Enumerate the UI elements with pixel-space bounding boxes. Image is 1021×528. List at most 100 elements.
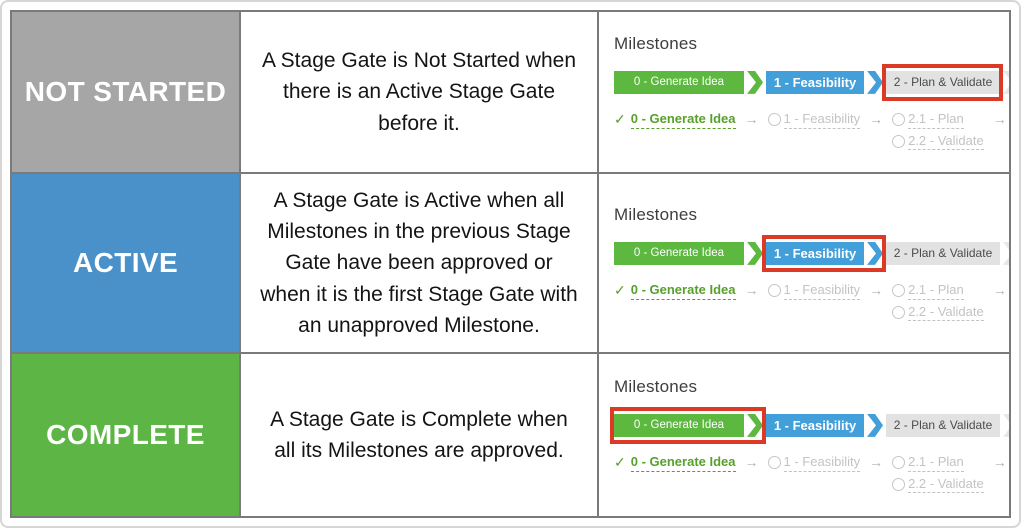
- status-cell-active: ACTIVE: [12, 174, 239, 352]
- milestone-list: ✓ 0 - Generate Idea → 1 - Feasibility → …: [614, 110, 1009, 151]
- circle-icon: [892, 456, 906, 470]
- stage-generate-idea-highlighted: 0 - Generate Idea: [610, 406, 766, 444]
- arrow-icon: →: [992, 110, 1007, 127]
- milestone-group: 2.1 - Plan 2.2 - Validate: [892, 454, 984, 494]
- status-cell-complete: COMPLETE: [12, 354, 239, 516]
- arrow-icon: →: [744, 453, 759, 470]
- arrow-icon: →: [744, 110, 759, 127]
- milestone-list: ✓ 0 - Generate Idea → 1 - Feasibility → …: [614, 281, 1009, 322]
- check-icon: ✓: [614, 454, 626, 471]
- stage-label: 2 - Plan & Validate: [886, 413, 1000, 437]
- milestone-group: 2.1 - Plan 2.2 - Validate: [892, 111, 984, 151]
- milestone-link: 1 - Feasibility: [783, 111, 861, 129]
- arrow-icon: →: [869, 281, 884, 298]
- milestone-pending: 2.2 - Validate: [892, 133, 984, 151]
- circle-icon: [767, 284, 781, 298]
- stage-plan-validate: 2 - Plan & Validate: [886, 241, 1000, 265]
- status-label: ACTIVE: [72, 247, 179, 278]
- chevron-tip-icon: [867, 70, 883, 94]
- circle-icon: [892, 113, 906, 127]
- stage-gate-bar: 0 - Generate Idea 1 - Feasibility 2 - Pl…: [614, 234, 1009, 272]
- milestones-title: Milestones: [614, 33, 698, 53]
- stage-label: 0 - Generate Idea: [614, 70, 744, 94]
- description-cell-not-started: A Stage Gate is Not Started when there i…: [241, 12, 597, 172]
- check-icon: ✓: [614, 282, 626, 299]
- status-table: NOT STARTED A Stage Gate is Not Started …: [10, 10, 1011, 518]
- circle-icon: [892, 305, 906, 319]
- milestone-approved: ✓ 0 - Generate Idea: [614, 454, 736, 472]
- milestone-link: 2.1 - Plan: [908, 454, 964, 472]
- milestones-panel: Milestones 0 - Generate Idea 1 - Feasibi…: [599, 354, 1009, 516]
- status-label: COMPLETE: [46, 419, 205, 450]
- stage-label: 1 - Feasibility: [766, 70, 864, 94]
- arrow-icon: →: [744, 281, 759, 298]
- milestones-panel: Milestones 0 - Generate Idea 1 - Feasibi…: [599, 12, 1009, 172]
- milestones-panel: Milestones 0 - Generate Idea 1 - Feasibi…: [599, 174, 1009, 352]
- stage-feasibility: 1 - Feasibility: [766, 70, 883, 94]
- milestone-pending: 2.2 - Validate: [892, 304, 984, 322]
- chevron-tip-icon: [867, 241, 883, 265]
- milestone-approved: ✓ 0 - Generate Idea: [614, 282, 736, 300]
- milestone-pending: 2.2 - Validate: [892, 476, 984, 494]
- milestone-link: 1 - Feasibility: [783, 282, 861, 300]
- stage-feasibility: 1 - Feasibility: [766, 413, 883, 437]
- chevron-tip-icon: [1003, 70, 1009, 94]
- chevron-tip-icon: [867, 413, 883, 437]
- milestone-approved: ✓ 0 - Generate Idea: [614, 111, 736, 129]
- milestone-pending: 1 - Feasibility: [767, 282, 861, 300]
- stage-label: 0 - Generate Idea: [614, 413, 744, 437]
- stage-plan-validate: 2 - Plan & Validate: [886, 413, 1000, 437]
- check-icon: ✓: [614, 111, 626, 128]
- milestone-pending: 1 - Feasibility: [767, 111, 861, 129]
- milestone-link: 2.1 - Plan: [908, 111, 964, 129]
- arrow-icon: →: [869, 453, 884, 470]
- stage-label: 2 - Plan & Validate: [886, 70, 1000, 94]
- status-cell-not-started: NOT STARTED: [12, 12, 239, 172]
- milestone-pending: 2.1 - Plan: [892, 111, 984, 129]
- milestone-link: 2.2 - Validate: [908, 476, 984, 494]
- milestone-list: ✓ 0 - Generate Idea → 1 - Feasibility → …: [614, 453, 1009, 494]
- screenshot-cell-complete: Milestones 0 - Generate Idea 1 - Feasibi…: [599, 354, 1009, 516]
- arrow-icon: →: [992, 453, 1007, 470]
- chevron-tip-icon: [1003, 413, 1009, 437]
- milestone-pending: 1 - Feasibility: [767, 454, 861, 472]
- stage-gate-bar: 0 - Generate Idea 1 - Feasibility 2 - Pl…: [614, 63, 1009, 101]
- stage-generate-idea: 0 - Generate Idea: [614, 241, 763, 265]
- milestone-group: 2.1 - Plan 2.2 - Validate: [892, 282, 984, 322]
- stage-label: 2 - Plan & Validate: [886, 241, 1000, 265]
- circle-icon: [892, 477, 906, 491]
- stage-gate-bar: 0 - Generate Idea 1 - Feasibility 2 - Pl…: [610, 406, 1009, 444]
- milestones-title: Milestones: [614, 376, 698, 396]
- milestone-pending: 2.1 - Plan: [892, 282, 984, 300]
- description-cell-complete: A Stage Gate is Complete when all its Mi…: [241, 354, 597, 516]
- description-text: A Stage Gate is Active when all Mileston…: [260, 189, 578, 337]
- milestone-link: 0 - Generate Idea: [630, 454, 736, 472]
- stage-generate-idea: 0 - Generate Idea: [614, 70, 763, 94]
- milestone-link: 2.2 - Validate: [908, 304, 984, 322]
- milestone-link: 1 - Feasibility: [783, 454, 861, 472]
- screenshot-cell-active: Milestones 0 - Generate Idea 1 - Feasibi…: [599, 174, 1009, 352]
- stage-label: 0 - Generate Idea: [614, 241, 744, 265]
- status-label: NOT STARTED: [24, 76, 227, 107]
- chevron-tip-icon: [747, 413, 763, 437]
- milestones-title: Milestones: [614, 204, 698, 224]
- milestone-link: 0 - Generate Idea: [630, 282, 736, 300]
- arrow-icon: →: [992, 281, 1007, 298]
- circle-icon: [767, 113, 781, 127]
- chevron-tip-icon: [1003, 241, 1009, 265]
- milestone-link: 2.1 - Plan: [908, 282, 964, 300]
- description-cell-active: A Stage Gate is Active when all Mileston…: [241, 174, 597, 352]
- chevron-tip-icon: [747, 241, 763, 265]
- chevron-tip-icon: [747, 70, 763, 94]
- milestone-link: 2.2 - Validate: [908, 133, 984, 151]
- circle-icon: [892, 284, 906, 298]
- description-text: A Stage Gate is Complete when all its Mi…: [270, 407, 568, 462]
- circle-icon: [767, 456, 781, 470]
- description-text: A Stage Gate is Not Started when there i…: [261, 49, 576, 135]
- milestone-link: 0 - Generate Idea: [630, 111, 736, 129]
- circle-icon: [892, 134, 906, 148]
- stage-feasibility-highlighted: 1 - Feasibility: [762, 234, 886, 272]
- screenshot-cell-not-started: Milestones 0 - Generate Idea 1 - Feasibi…: [599, 12, 1009, 172]
- stage-plan-validate-highlighted: 2 - Plan & Validate: [882, 63, 1003, 101]
- stage-label: 1 - Feasibility: [766, 241, 864, 265]
